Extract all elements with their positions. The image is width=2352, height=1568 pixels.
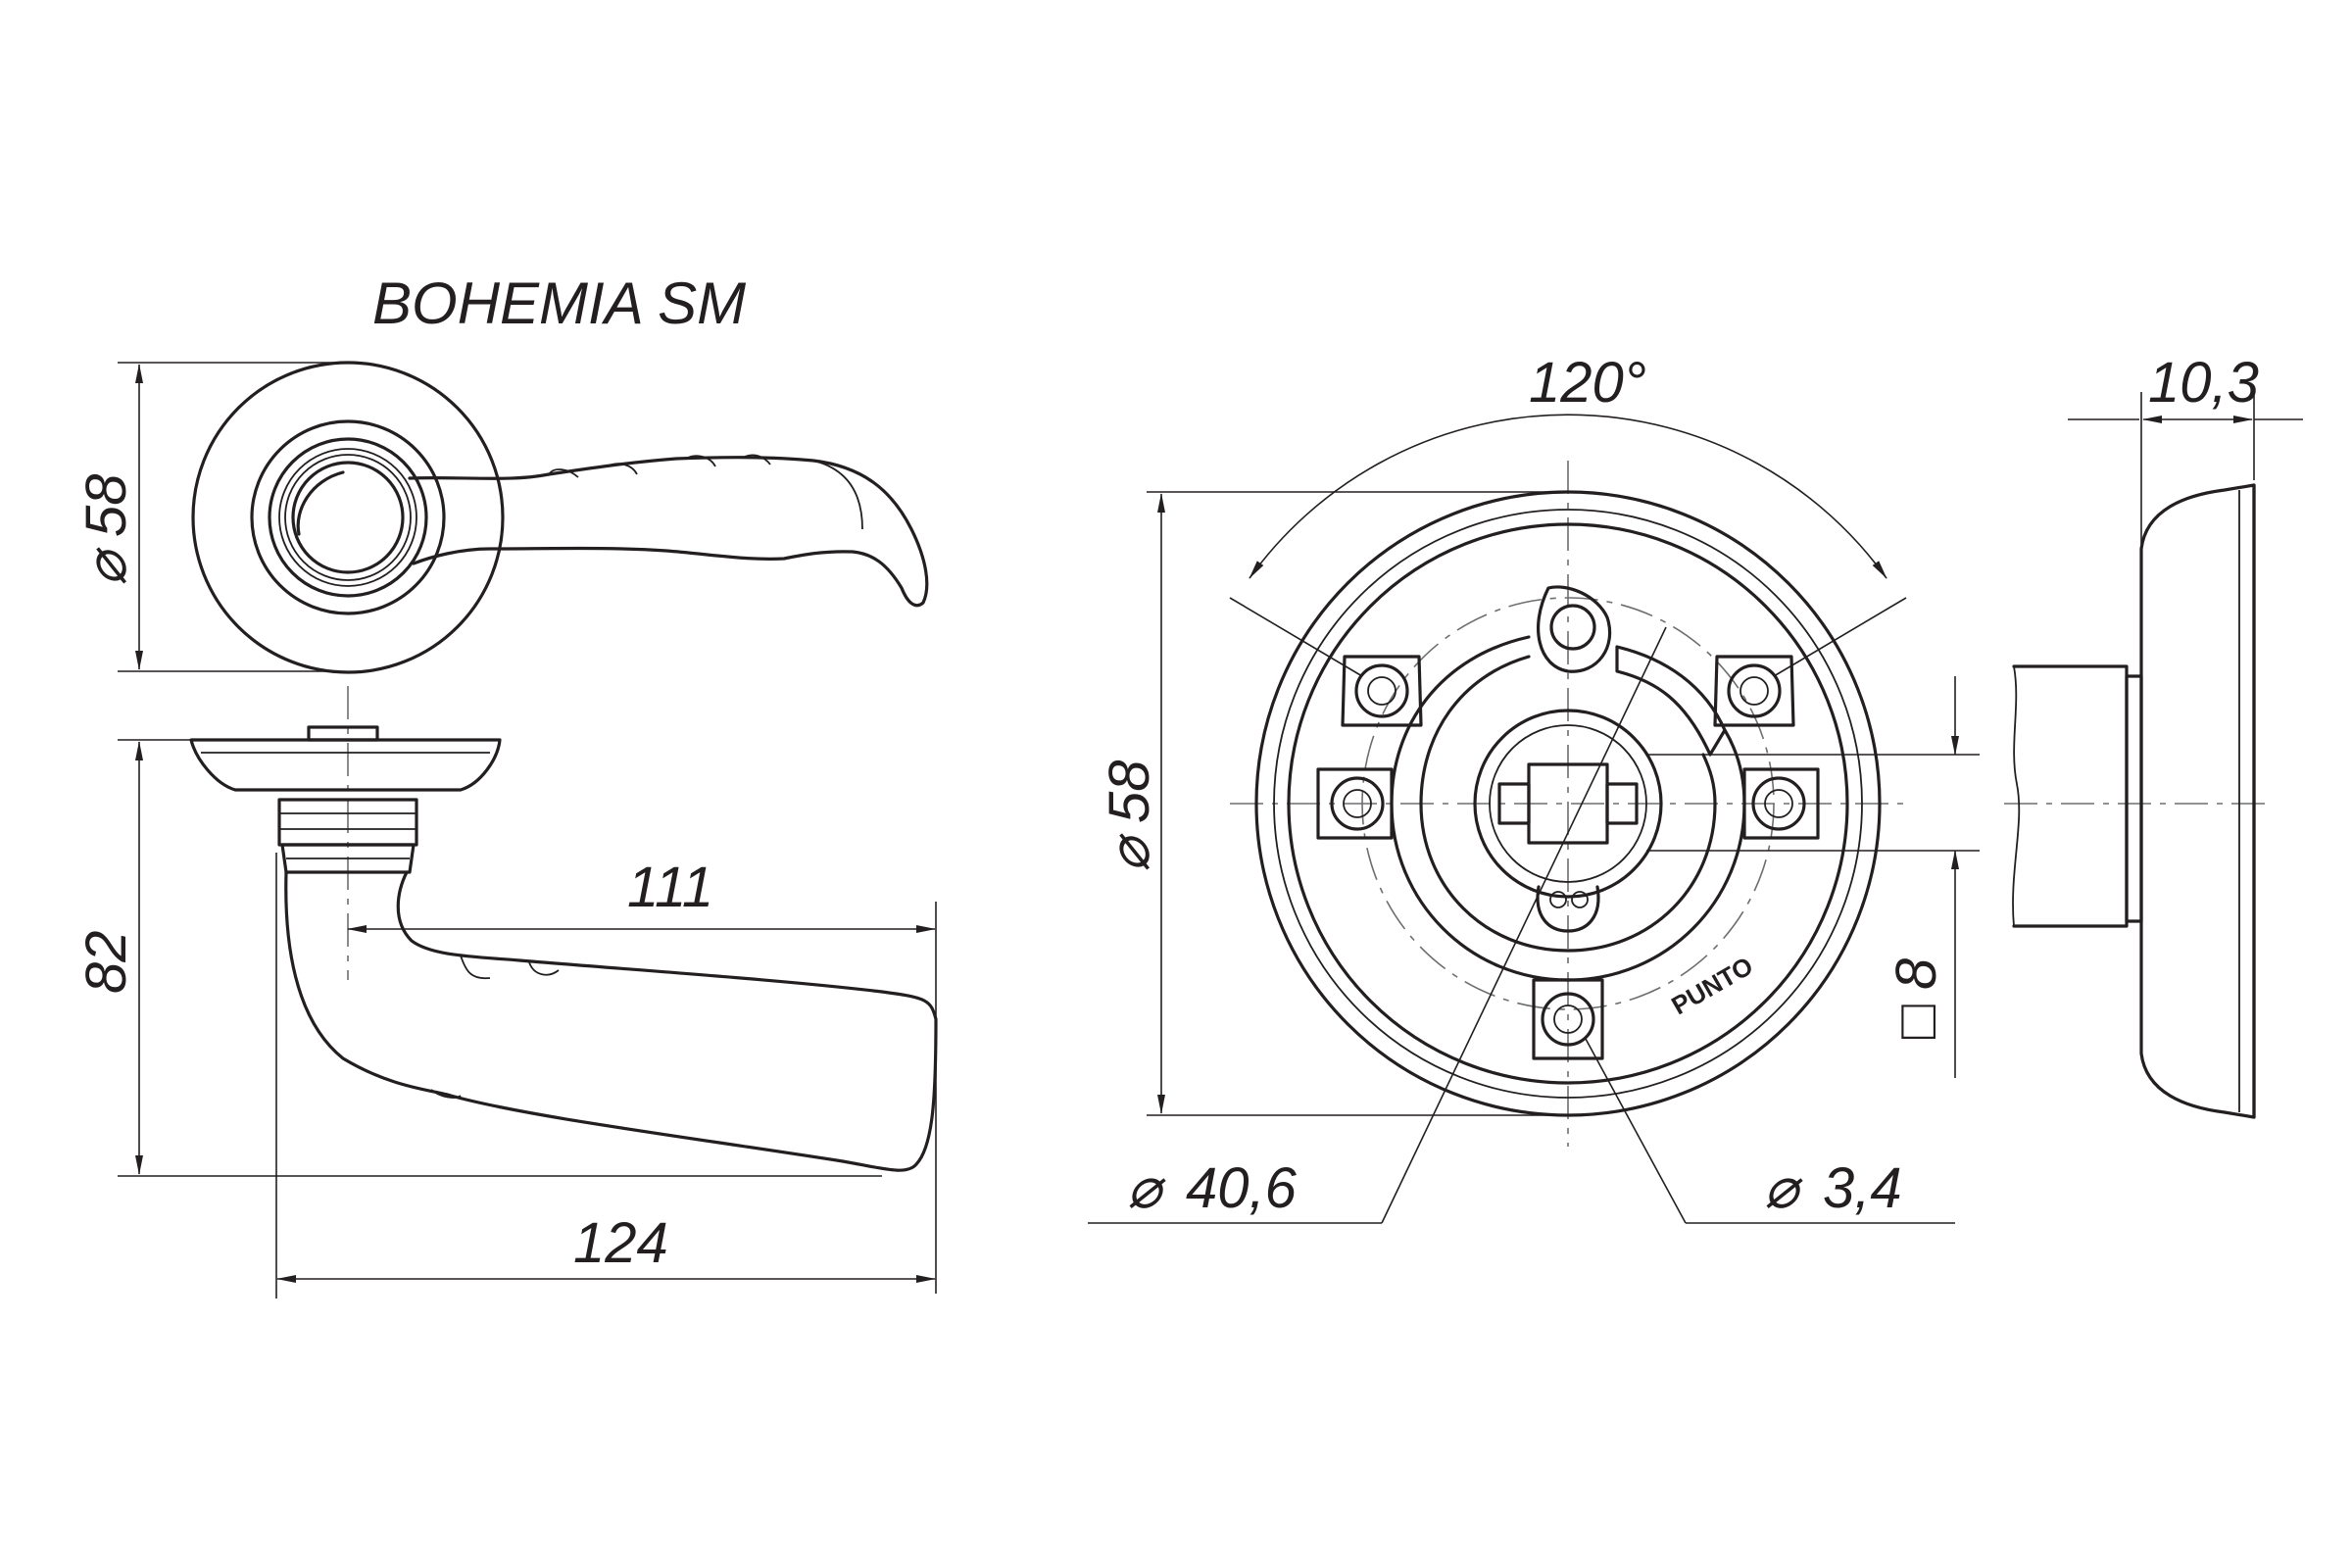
rose-back-view: PUNTO 120° ⌀ 58 ⌀ 40,6 ⌀ 3,4 □ bbox=[1088, 351, 1980, 1224]
side-view: 82 111 124 bbox=[74, 686, 938, 1298]
dim-fixing-hole: 3,4 bbox=[1823, 1156, 1902, 1220]
dim-fixing-angle: 120° bbox=[1529, 351, 1646, 415]
dim-spindle-square-symbol: □ bbox=[1885, 1004, 1948, 1039]
dim-projection: 82 bbox=[74, 930, 138, 994]
dim-overall-length: 124 bbox=[573, 1211, 668, 1275]
dim-rose-diameter-front: 58 bbox=[74, 473, 138, 537]
screw-boss bbox=[1713, 655, 1795, 727]
drawing-title: BOHEMIA SM bbox=[372, 270, 746, 336]
dim-fixing-hole-symbol: ⌀ bbox=[1764, 1156, 1803, 1220]
top-view: ⌀ 58 bbox=[74, 361, 929, 674]
dim-fixing-circle-symbol: ⌀ bbox=[1127, 1156, 1166, 1220]
dim-rose-diameter-front-symbol: ⌀ bbox=[74, 547, 138, 586]
rose-side-profile: 10,3 bbox=[2004, 351, 2303, 1119]
brand-mark: PUNTO bbox=[1666, 951, 1757, 1020]
dim-fixing-circle: 40,6 bbox=[1186, 1156, 1298, 1220]
screw-boss bbox=[1532, 978, 1604, 1060]
dim-lever-length: 111 bbox=[627, 856, 713, 919]
screw-boss bbox=[1316, 767, 1394, 840]
dim-rose-diameter-symbol: ⌀ bbox=[1098, 833, 1161, 872]
screw-boss bbox=[1742, 767, 1820, 840]
lever-side-outline bbox=[284, 870, 938, 1172]
dim-rose-thickness: 10,3 bbox=[2148, 351, 2259, 415]
lever-top-outline bbox=[408, 456, 929, 608]
dim-rose-diameter: 58 bbox=[1098, 760, 1161, 823]
screw-boss bbox=[1341, 655, 1423, 727]
dim-spindle-square: 8 bbox=[1885, 958, 1948, 990]
